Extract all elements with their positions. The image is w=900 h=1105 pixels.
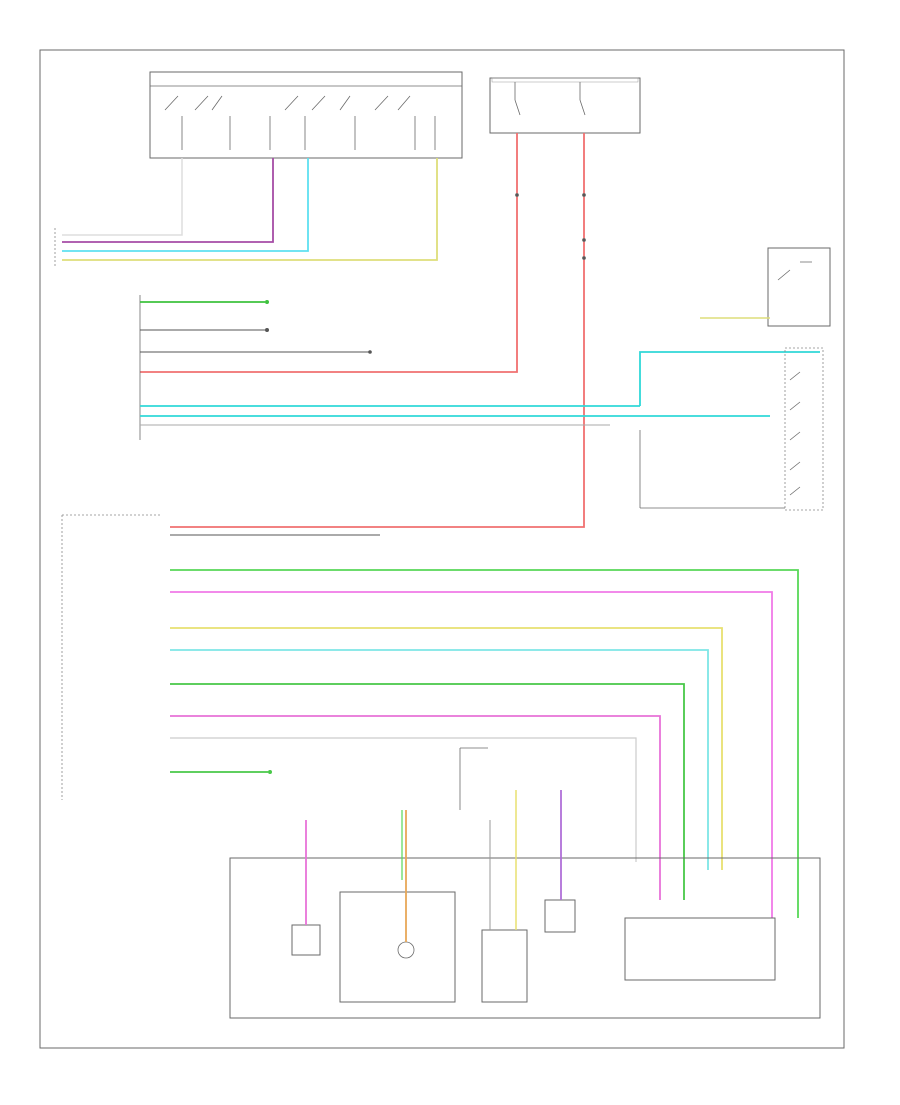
- wire-cyan-riser: [639, 351, 820, 406]
- wire-lt-cyan-long: [170, 649, 709, 870]
- red-wire-connectors: [515, 193, 586, 260]
- bottom-assembly-box: [229, 857, 821, 1019]
- wire-top-cyan: [62, 158, 309, 252]
- right-switch-box: [784, 347, 824, 511]
- passenger-module: [61, 514, 799, 918]
- wire-green2-long: [170, 683, 685, 900]
- top-switch-assembly: [149, 71, 463, 159]
- bottom-assembly: [229, 747, 821, 1019]
- wire-red-lower: [170, 133, 585, 528]
- wire-magenta-long: [170, 591, 773, 918]
- wire-pink2-long: [170, 715, 661, 900]
- top-wire-group: [54, 158, 438, 268]
- bottom-motor-box: [481, 929, 528, 1003]
- left-module: [139, 295, 820, 440]
- bottom-sensor-2: [544, 899, 576, 933]
- right-switch: [639, 247, 831, 511]
- fuse-block-box: [489, 77, 641, 134]
- top-switch-contacts: [164, 95, 436, 150]
- wire-top-white: [62, 158, 183, 236]
- bottom-sensor-1: [291, 924, 321, 956]
- wire-top-yellow: [62, 158, 438, 261]
- wire-red-upper: [140, 133, 518, 373]
- right-relay-box: [767, 247, 831, 327]
- wire-lt-green-long: [170, 569, 799, 918]
- heater-element: [397, 941, 415, 959]
- diagram-frame: [39, 49, 845, 1049]
- fuse-block: [489, 77, 641, 134]
- top-switch-box: [149, 71, 463, 159]
- wire-grey-long: [170, 737, 637, 862]
- bottom-switch-box: [624, 917, 776, 981]
- bottom-heater-box: [339, 891, 456, 1003]
- wire-top-violet: [62, 158, 274, 243]
- wire-yellow-long: [170, 627, 723, 870]
